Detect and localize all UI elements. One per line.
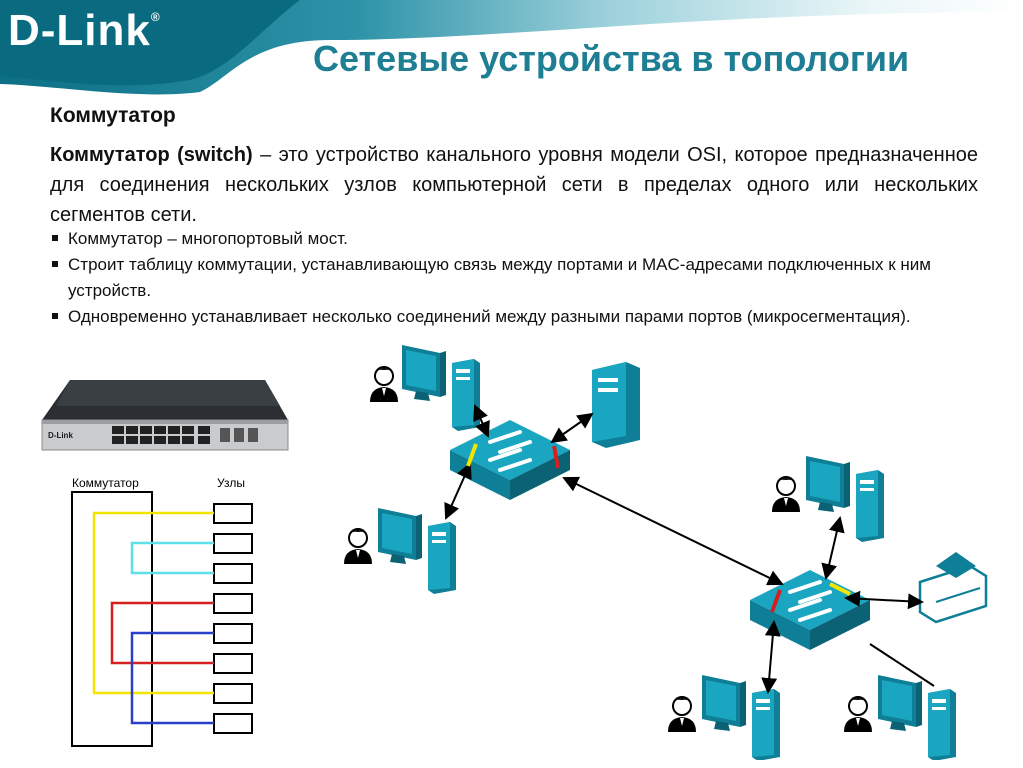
bullet-square-icon <box>52 235 58 241</box>
link-arrow <box>844 590 924 610</box>
user-icon <box>343 528 373 565</box>
switch-column-label: Коммутатор <box>72 476 139 490</box>
link-arrow <box>473 404 490 438</box>
user-icon <box>369 366 399 403</box>
bullet-item: Строит таблицу коммутации, устанавливающ… <box>50 252 950 304</box>
switch-box <box>71 491 153 747</box>
link-arrow <box>444 462 472 520</box>
bullet-square-icon <box>52 261 58 267</box>
node-box <box>213 533 253 554</box>
section-subtitle: Коммутатор <box>50 104 176 127</box>
node-box <box>213 593 253 614</box>
red-link <box>110 601 214 665</box>
port-highlight <box>552 445 560 469</box>
server-icon <box>592 362 640 448</box>
node-box <box>213 563 253 584</box>
user-icon <box>843 696 873 733</box>
port-highlight <box>770 589 782 613</box>
node-box <box>213 713 253 734</box>
link-line <box>869 643 935 687</box>
link-arrow <box>562 476 784 586</box>
bullet-item: Одновременно устанавливает несколько сое… <box>50 304 950 330</box>
computer-icon <box>878 675 956 760</box>
link-arrow <box>550 412 594 444</box>
definition: – это устройство канального уровня модел… <box>50 144 978 226</box>
node-box <box>213 503 253 524</box>
switch-icon <box>748 568 872 652</box>
bullet-square-icon <box>52 313 58 319</box>
user-icon <box>771 476 801 513</box>
yellow-link <box>92 511 214 695</box>
slide-title: Сетевые устройства в топологии <box>313 38 910 79</box>
computer-icon <box>378 508 456 594</box>
bullet-list: Коммутатор – многопортовый мост. Строит … <box>50 226 950 330</box>
node-box <box>213 653 253 674</box>
nodes-column-label: Узлы <box>217 476 245 490</box>
link-arrow <box>821 516 845 580</box>
term: Коммутатор (switch) <box>50 144 253 166</box>
bullet-item: Коммутатор – многопортовый мост. <box>50 226 950 252</box>
node-box <box>213 623 253 644</box>
computer-icon <box>806 456 884 542</box>
port-mapping-diagram: Коммутатор Узлы <box>71 476 253 747</box>
header-band <box>0 0 1023 95</box>
port-highlight <box>829 582 851 596</box>
network-topology-diagram <box>343 345 988 760</box>
cyan-link <box>130 541 214 575</box>
switch-icon <box>448 418 572 502</box>
switch-hardware-image: D-Link <box>41 380 289 451</box>
link-arrow <box>761 620 781 694</box>
node-box <box>213 683 253 704</box>
svg-text:D-Link: D-Link <box>48 431 73 440</box>
intro-paragraph: Коммутатор (switch) – это устройство кан… <box>50 140 978 230</box>
dlink-logo: D-Link® <box>8 6 161 55</box>
computer-icon <box>402 345 480 431</box>
blue-link <box>130 631 214 725</box>
port-highlight <box>466 443 478 467</box>
printer-icon <box>918 552 988 624</box>
user-icon <box>667 696 697 733</box>
